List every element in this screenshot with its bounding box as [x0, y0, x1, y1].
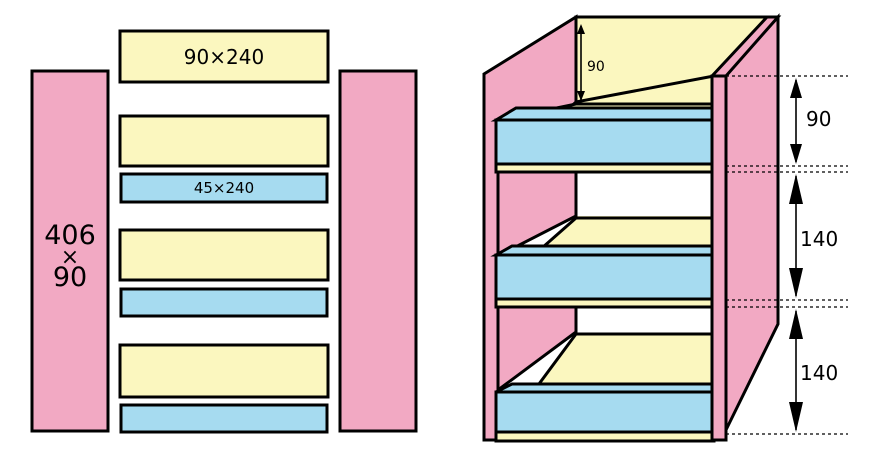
front-rail-label: 45×240 [194, 179, 254, 197]
shelf-2-rail-top [490, 244, 718, 257]
shelf-2-edge [494, 297, 716, 309]
dim-bottom-arrow-down [789, 402, 803, 432]
assembled-shelf: 90 90 140 140 [482, 13, 848, 443]
right-side-top-edge [708, 15, 782, 78]
dim-bottom-arrow-up [789, 309, 803, 339]
dim-bottom-label: 140 [800, 361, 838, 385]
shelf-1-rail-top [490, 106, 718, 122]
dim-middle-arrow-down [789, 268, 803, 298]
right-side-outer [722, 13, 780, 435]
shelf-2-rail [494, 253, 716, 301]
dim-top-arrow-down [790, 144, 802, 164]
top-inner-height-label: 90 [587, 59, 605, 75]
shelf-board-2 [118, 228, 330, 282]
dim-middle-arrow-up [789, 174, 803, 204]
front-rail-1 [119, 172, 329, 204]
shelf-1-edge [494, 162, 716, 174]
side-board-label-top: 406 [44, 220, 96, 251]
right-side-board [338, 69, 418, 433]
side-board-label-mid: × [61, 245, 79, 270]
shelf-3-rail-top [495, 382, 718, 394]
shelf-3-edge [494, 430, 716, 443]
side-board-label-bottom: 90 [53, 262, 87, 293]
parts-list: 406 × 90 90×240 45×240 [30, 29, 418, 434]
front-rail-3 [119, 403, 329, 434]
shelf-1-rail [494, 118, 716, 166]
right-side-front-edge [710, 74, 728, 442]
top-inner-arrow-down [577, 91, 585, 101]
front-rail-2 [119, 287, 329, 318]
shelf-board-1 [118, 114, 330, 168]
dim-middle-label: 140 [800, 227, 838, 251]
shelf-3-rail [494, 390, 716, 436]
dim-top-arrow-up [790, 78, 802, 98]
top-board [118, 29, 330, 84]
top-board-label: 90×240 [184, 45, 264, 69]
top-inner-arrow-up [577, 24, 585, 34]
left-side-board [30, 69, 110, 433]
shelf-board-3 [118, 343, 330, 399]
dim-top-label: 90 [806, 107, 831, 131]
